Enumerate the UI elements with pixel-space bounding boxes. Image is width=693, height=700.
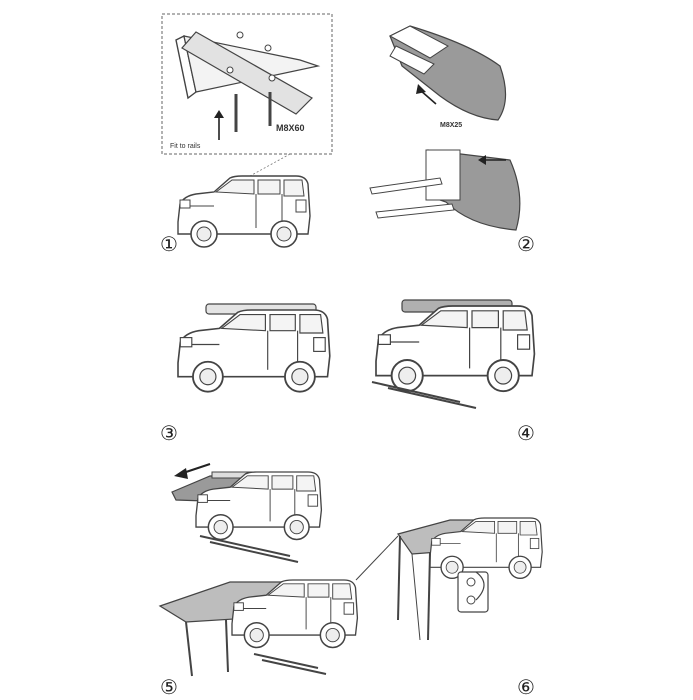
awning-leg [427, 551, 431, 641]
leg-clip-detail [457, 571, 489, 613]
step-1-panel: M8X60 Fit to rails ① [160, 13, 333, 256]
suv-with-brackets [177, 175, 311, 248]
step-6-number: ⑥ [517, 675, 535, 699]
step-6-panel: ⑥ [355, 517, 543, 699]
bolt-size-label-m8x25: M8X25 [440, 122, 462, 129]
suv-with-awning [177, 309, 331, 393]
suv-step-4 [375, 305, 536, 393]
bracket-upper [369, 177, 443, 195]
step-5-panel: ⑤ [158, 463, 359, 699]
support-pole [387, 387, 477, 409]
support-pole [371, 381, 461, 403]
step-3-panel: ③ [160, 303, 331, 445]
step-5-number: ⑤ [160, 675, 178, 699]
step-2-panel: M8X25 ② [369, 25, 535, 256]
fit-to-rails-label: Fit to rails [170, 143, 201, 150]
step-3-number: ③ [160, 421, 178, 445]
step-4-panel: ④ [371, 299, 536, 445]
awning-leg [185, 621, 193, 677]
awning-leg [225, 619, 229, 673]
awning-leg [397, 535, 401, 621]
bracket-lower [375, 203, 455, 219]
step-4-number: ④ [517, 421, 535, 445]
guy-rope [355, 535, 399, 581]
step-2-number: ② [517, 232, 535, 256]
step-1-number: ① [160, 232, 178, 256]
guy-rope [411, 553, 421, 641]
bolt-size-label-m8x60: M8X60 [276, 123, 305, 133]
